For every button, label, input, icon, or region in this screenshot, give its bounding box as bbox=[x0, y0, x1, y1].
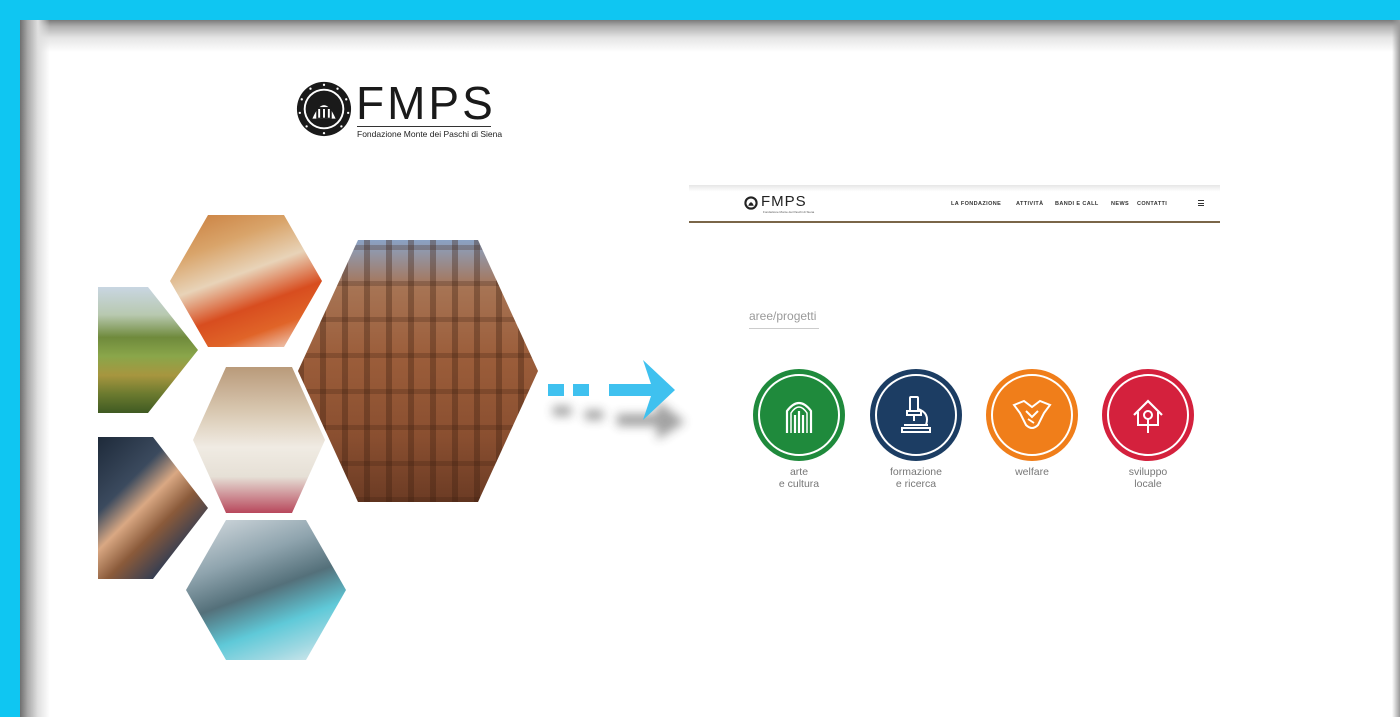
area-label: arte e cultura bbox=[778, 466, 820, 490]
vineyard-photo bbox=[98, 287, 198, 413]
handshake-icon bbox=[1012, 399, 1052, 429]
hexagon-photo-collage bbox=[98, 215, 538, 660]
area-circle[interactable] bbox=[986, 369, 1078, 461]
nav-attivita[interactable]: ATTIVITÀ bbox=[1016, 201, 1044, 207]
site-logo-subtitle: Fondazione Monte dei Paschi di Siena bbox=[763, 210, 815, 214]
frame-shadow-top bbox=[20, 20, 1400, 52]
frame-shadow-left bbox=[20, 20, 50, 717]
laboratory-photo bbox=[186, 520, 346, 660]
area-circle[interactable] bbox=[870, 369, 962, 461]
fmps-wordmark: FMPS bbox=[356, 77, 496, 129]
site-logo-seal-icon bbox=[744, 196, 758, 210]
nav-news[interactable]: NEWS bbox=[1111, 201, 1130, 207]
slide-frame: FMPS Fondazione Monte dei Paschi di Sien… bbox=[20, 20, 1400, 717]
palazzo-photo bbox=[298, 240, 538, 502]
frame-shadow-right bbox=[1392, 20, 1400, 717]
violinist-photo bbox=[98, 437, 208, 579]
dashed-arrow-icon bbox=[548, 360, 685, 440]
house-tree-icon bbox=[1133, 399, 1163, 433]
area-label: formazione e ricerca bbox=[890, 466, 942, 490]
fresco-hall-photo bbox=[193, 367, 325, 513]
area-welfare[interactable]: welfare bbox=[986, 369, 1078, 478]
area-sviluppo-locale[interactable]: sviluppo locale bbox=[1102, 369, 1194, 490]
hamburger-menu-icon[interactable] bbox=[1198, 200, 1204, 206]
microscope-icon bbox=[901, 396, 931, 433]
logo-underline bbox=[357, 126, 491, 127]
section-title: aree/progetti bbox=[749, 309, 817, 323]
site-logo-wordmark: FMPS bbox=[761, 193, 807, 210]
gothic-window-icon bbox=[785, 401, 813, 433]
meeting-photo bbox=[170, 215, 322, 347]
area-label: welfare bbox=[1015, 466, 1049, 478]
nav-contatti[interactable]: CONTATTI bbox=[1137, 201, 1168, 207]
website-screenshot: FMPS Fondazione Monte dei Paschi di Sien… bbox=[689, 185, 1220, 545]
area-circle[interactable] bbox=[1102, 369, 1194, 461]
area-arte-cultura[interactable]: arte e cultura bbox=[753, 369, 845, 490]
nav-la-fondazione[interactable]: LA FONDAZIONE bbox=[951, 201, 1002, 207]
area-circle[interactable] bbox=[753, 369, 845, 461]
area-label: sviluppo locale bbox=[1128, 466, 1168, 490]
nav-bandi-e-call[interactable]: BANDI E CALL bbox=[1055, 201, 1099, 207]
fmps-subtitle: Fondazione Monte dei Paschi di Siena bbox=[357, 129, 503, 139]
area-formazione-ricerca[interactable]: formazione e ricerca bbox=[870, 369, 962, 490]
fmps-logo: FMPS Fondazione Monte dei Paschi di Sien… bbox=[295, 76, 535, 156]
site-header: FMPS Fondazione Monte dei Paschi di Sien… bbox=[689, 185, 1220, 223]
fmps-seal-icon bbox=[296, 81, 352, 137]
section-title-underline bbox=[749, 328, 819, 329]
